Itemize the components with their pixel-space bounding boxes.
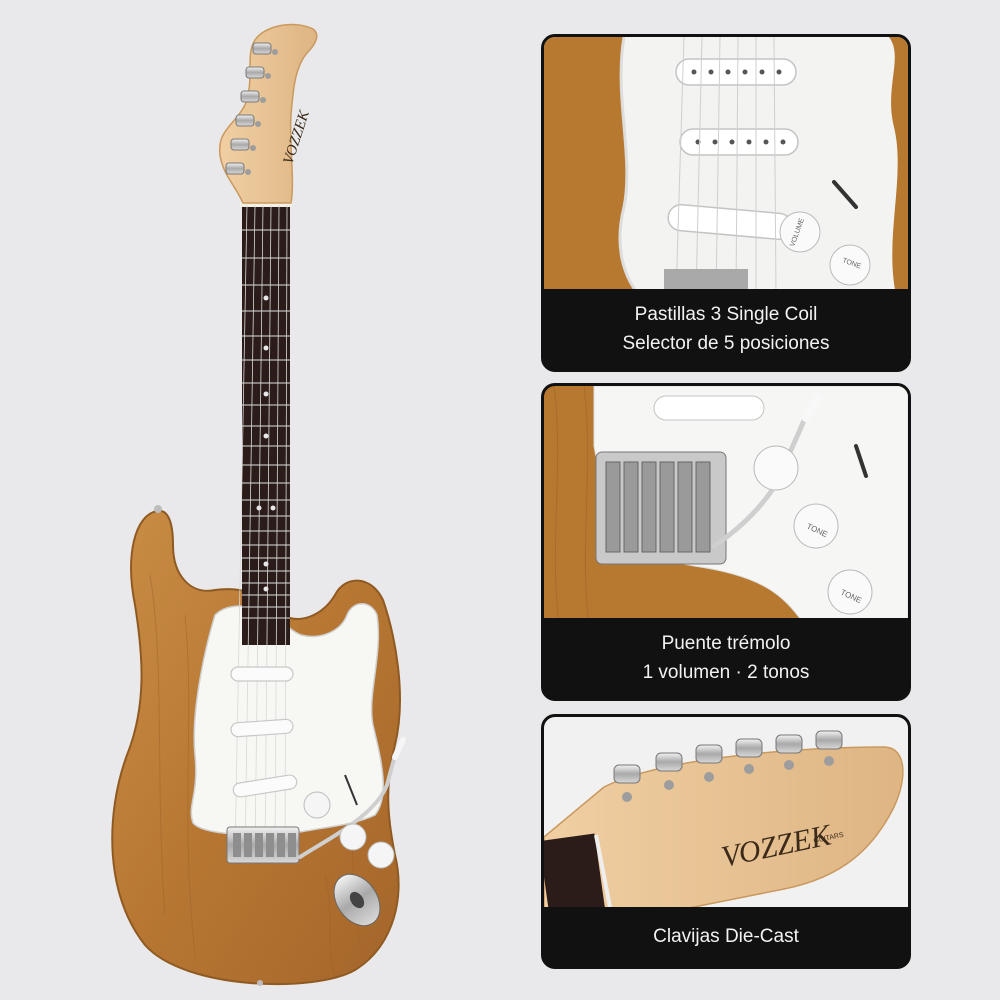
pickups-closeup: VOLUME TONE [544,37,908,295]
guitar-illustration: VOZZEK [111,23,406,986]
tremolo-arm [298,753,397,859]
tuning-pegs [225,42,272,175]
frets [242,229,290,619]
feature-panel-bridge: TONE TONE Puente trémolo 1 volumen · 2 t… [541,383,911,701]
caption-tuners: Clavijas Die-Cast [544,907,908,966]
bridge-closeup: TONE TONE [544,386,908,624]
tuners-closeup: VOZZEK GUITARS [544,717,908,913]
pickup-selector [344,774,358,806]
caption-bridge-line1: Puente trémolo [661,633,791,654]
caption-pickups-line1: Pastillas 3 Single Coil [634,304,818,325]
strings [234,204,288,856]
bridge-saddles [233,833,296,857]
volume-knob [303,791,331,819]
fretboard [242,205,290,645]
tremolo-arm-tip [392,737,406,760]
pickups [230,666,298,798]
nut [240,202,292,207]
caption-bridge-line2: 1 volumen · 2 tonos [642,662,810,683]
caption-tuners-line1: Clavijas Die-Cast [653,926,799,947]
feature-panel-tuners: VOZZEK GUITARS Clavijas Die-Cast [541,714,911,969]
caption-pickups: Pastillas 3 Single Coil Selector de 5 po… [544,289,908,369]
output-jack [349,891,365,909]
caption-bridge: Puente trémolo 1 volumen · 2 tonos [544,618,908,698]
caption-pickups-line2: Selector de 5 posiciones [622,333,830,354]
headstock [218,23,318,204]
tone-knob-1 [339,823,367,851]
tuner-posts [245,49,278,175]
strap-button-top [154,505,162,513]
feature-panel-pickups: VOLUME TONE Pastillas 3 Single Coil Sele… [541,34,911,372]
strap-button-bottom [257,980,263,986]
tone-knob-2 [367,841,395,869]
